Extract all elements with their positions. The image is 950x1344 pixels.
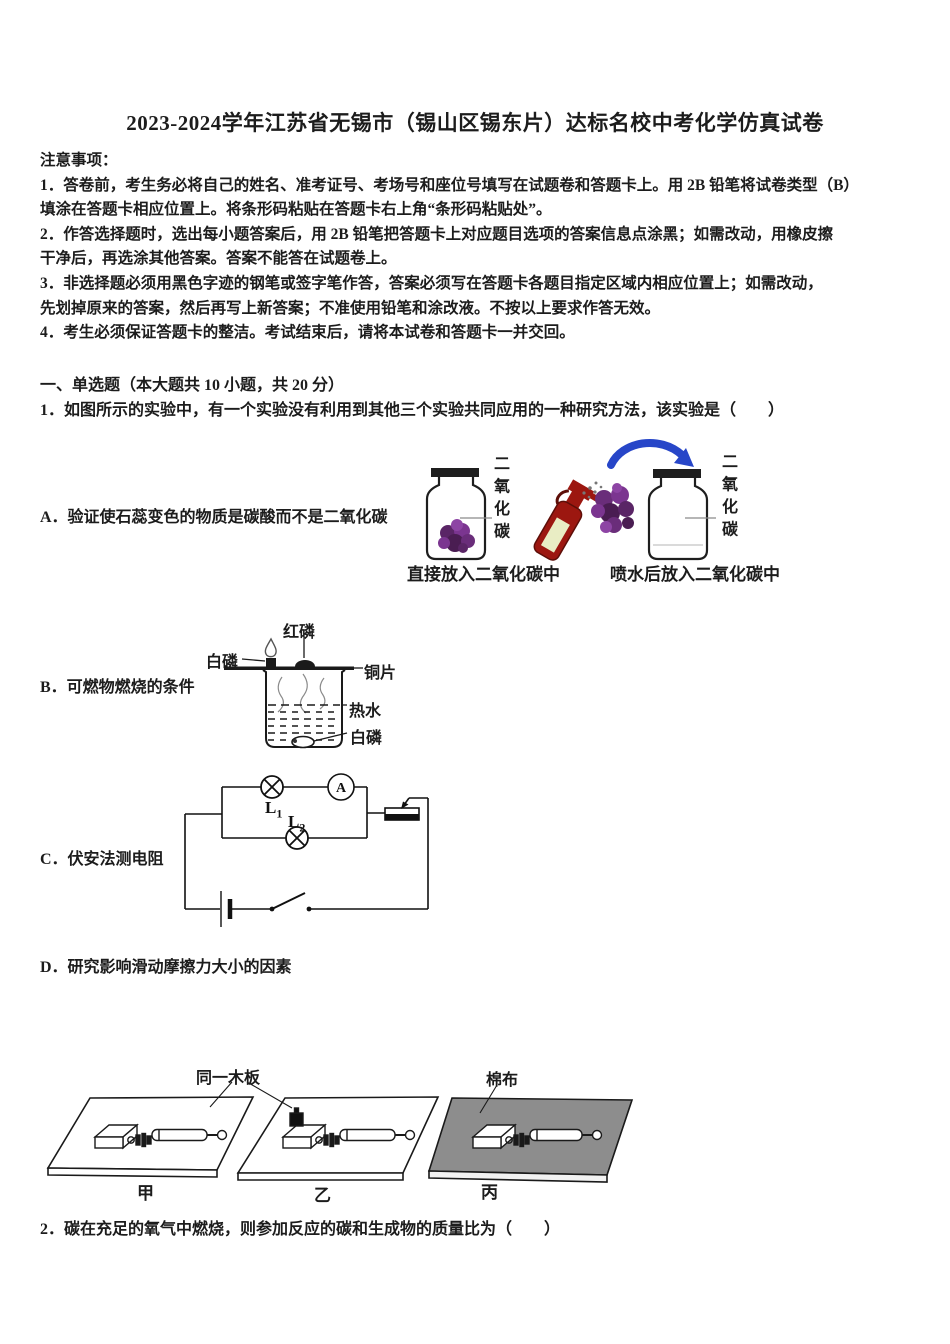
copper-sheet-label: 铜片 xyxy=(364,665,397,682)
circuit-diagram: A xyxy=(184,773,429,927)
hot-water-label: 热水 xyxy=(349,703,382,720)
circuit-wires xyxy=(184,786,429,910)
option-d: D．研究影响滑动摩擦力大小的因素 xyxy=(40,959,292,976)
burning-white-phosphorus-icon xyxy=(264,637,277,667)
figure-circuit: A xyxy=(180,762,438,932)
notice-section: 注意事项： 1．答卷前，考生务必将自己的姓名、准考证号、考场号和座位号填写在试题… xyxy=(40,149,930,346)
lamp-l2-letter: L xyxy=(288,812,300,831)
notice-line: 4．考生必须保证答题卡的整洁。考试结束后，请将本试卷和答题卡一并交回。 xyxy=(40,324,575,342)
label-pointer-lines xyxy=(209,1081,498,1114)
lamp-l1-icon xyxy=(260,775,284,799)
question-1: 1．如图所示的实验中，有一个实验没有利用到其他三个实验共同应用的一种研究方法，该… xyxy=(40,402,785,419)
white-phosphorus-top-label: 白磷 xyxy=(206,654,239,671)
figure-litmus-experiment xyxy=(400,433,800,585)
lamp-l2-subscript: 2 xyxy=(299,820,306,835)
lamp-l1-label: L1 xyxy=(265,798,282,821)
block-and-scale-yi xyxy=(281,1107,416,1150)
weight-icon xyxy=(289,1112,304,1127)
co2-label-left: 二氧化碳 xyxy=(491,455,508,545)
option-c: C．伏安法测电阻 xyxy=(40,851,164,868)
combustion-diagram xyxy=(224,636,363,749)
spray-mist-icon xyxy=(582,481,603,499)
gas-bottle-left-icon xyxy=(425,468,492,561)
notice-line: 干净后，再选涂其他答案。答案不能答在试题卷上。 xyxy=(40,250,397,268)
question-2: 2．碳在充足的氧气中燃烧，则参加反应的碳和生成物的质量比为（ ） xyxy=(40,1221,561,1238)
litmus-experiment-diagram xyxy=(425,438,716,561)
white-phosphorus-bottom-label: 白磷 xyxy=(350,730,383,747)
lamp-l1-subscript: 1 xyxy=(276,806,283,821)
notice-heading: 注意事项： xyxy=(40,152,118,169)
friction-diagram xyxy=(46,1081,634,1183)
board-yi-icon xyxy=(236,1096,440,1181)
flame-icon xyxy=(264,637,277,658)
notice-line: 1．答卷前，考生务必将自己的姓名、准考证号、考场号和座位号填写在试题卷和答题卡上… xyxy=(40,176,859,194)
switch-icon xyxy=(269,892,312,912)
caption-spray-co2: 喷水后放入二氧化碳中 xyxy=(610,565,780,584)
option-a: A．验证使石蕊变色的物质是碳酸而不是二氧化碳 xyxy=(40,509,388,526)
board-yi-label: 乙 xyxy=(314,1186,331,1205)
figure-combustion-experiment xyxy=(200,615,445,755)
ammeter-icon: A xyxy=(327,773,355,801)
block-and-scale-bing xyxy=(471,1123,603,1150)
notice-line: 3．非选择题必须用黑色字迹的钢笔或签字笔作答，答案必须写在答题卡各题目指定区域内… xyxy=(40,274,823,292)
section-heading: 一、单选题（本大题共 10 小题，共 20 分） xyxy=(40,377,345,394)
board-bing-cotton-icon xyxy=(427,1097,634,1183)
lamp-l1-letter: L xyxy=(265,798,277,817)
figure-friction-experiment xyxy=(40,1058,660,1203)
hot-water-icon xyxy=(268,704,340,741)
lamp-l2-icon xyxy=(285,826,309,850)
slider-arrow-icon xyxy=(401,801,409,809)
purple-flower-sprayed-icon xyxy=(591,483,634,533)
board-jia-label: 甲 xyxy=(137,1184,154,1203)
white-phosphorus-blob-icon xyxy=(291,735,315,749)
spray-bottle-icon xyxy=(533,479,599,561)
red-phosphorus-label: 红磷 xyxy=(283,624,316,641)
notice-line: 2．作答选择题时，选出每小题答案后，用 2B 铅笔把答题卡上对应题目选项的答案信… xyxy=(40,225,834,243)
rheostat-icon xyxy=(384,797,420,821)
same-board-label: 同一木板 xyxy=(196,1070,261,1087)
board-bing-label: 丙 xyxy=(481,1183,498,1202)
caption-direct-co2: 直接放入二氧化碳中 xyxy=(407,565,560,584)
pointer-lines xyxy=(241,636,363,742)
battery-icon xyxy=(220,891,233,927)
page-title: 2023-2024学年江苏省无锡市（锡山区锡东片）达标名校中考化学仿真试卷 xyxy=(126,111,824,135)
purple-flower-icon xyxy=(438,519,475,553)
notice-line: 填涂在答题卡相应位置上。将条形码粘贴在答题卡右上角“条形码粘贴处”。 xyxy=(40,201,552,219)
co2-label-right: 二氧化碳 xyxy=(719,453,736,543)
lamp-l2-label: L2 xyxy=(288,812,305,835)
gas-bottle-right-icon xyxy=(647,469,716,561)
block-and-scale-jia xyxy=(93,1123,228,1150)
ammeter-letter: A xyxy=(336,781,347,796)
notice-line: 先划掉原来的答案，然后再写上新答案；不准使用铅笔和涂改液。不按以上要求作答无效。 xyxy=(40,299,661,317)
fume-lines-icon xyxy=(277,673,326,714)
option-b: B．可燃物燃烧的条件 xyxy=(40,679,195,696)
copper-sheet-icon xyxy=(224,666,354,670)
board-jia-icon xyxy=(46,1096,255,1178)
blue-arrow-icon xyxy=(607,438,694,469)
cotton-label: 棉布 xyxy=(486,1072,519,1089)
red-phosphorus-icon xyxy=(295,660,315,667)
beaker-icon xyxy=(262,669,346,749)
